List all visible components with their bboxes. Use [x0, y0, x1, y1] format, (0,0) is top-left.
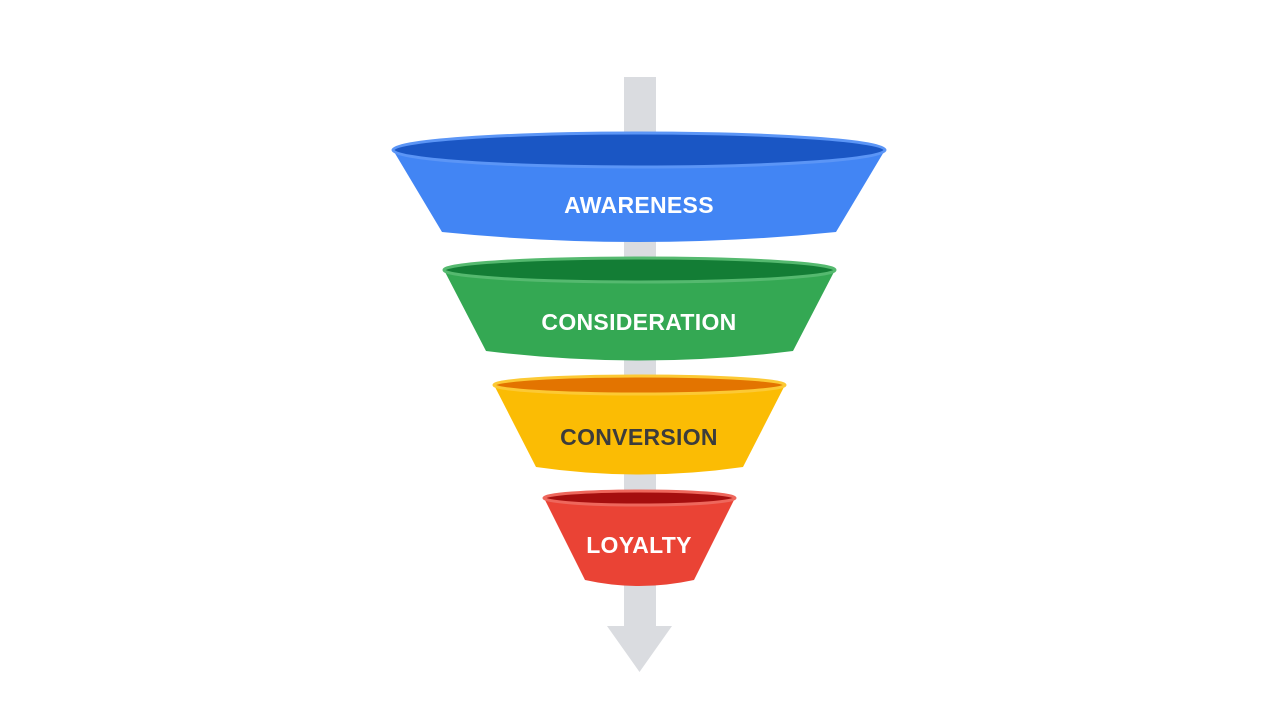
funnel-stage-consideration: CONSIDERATION	[442, 256, 837, 361]
funnel-stage-awareness: AWARENESS	[391, 131, 887, 242]
funnel-stage-conversion: CONVERSION	[492, 374, 787, 475]
funnel-stage-conversion-rim	[492, 374, 787, 396]
funnel-stage-awareness-body	[393, 150, 885, 242]
funnel-stage-conversion-body	[494, 385, 785, 475]
funnel-stage-loyalty: LOYALTY	[542, 489, 737, 586]
funnel-stage-consideration-label: CONSIDERATION	[541, 309, 736, 335]
funnel-stage-loyalty-rim	[542, 489, 737, 507]
funnel-stage-loyalty-label: LOYALTY	[586, 532, 692, 558]
funnel-stage-consideration-rim	[442, 256, 837, 284]
funnel-stage-loyalty-body	[544, 498, 735, 586]
funnel-stage-consideration-body	[444, 270, 835, 361]
funnel-stage-awareness-label: AWARENESS	[564, 192, 714, 218]
funnel-stage-awareness-rim	[391, 131, 887, 169]
funnel-stage-conversion-label: CONVERSION	[560, 424, 718, 450]
flow-arrow-head-icon	[607, 626, 672, 672]
